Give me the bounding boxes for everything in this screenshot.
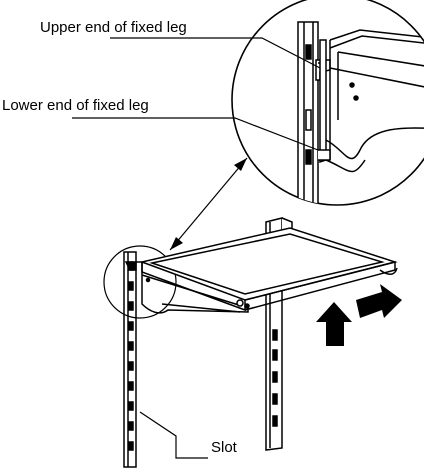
detail-marker-circle [103, 245, 177, 319]
arrow-right-icon [356, 284, 402, 318]
magnified-detail [231, 0, 424, 206]
shelf-assembly [103, 217, 398, 468]
arrow-up-icon [316, 302, 352, 346]
label-slot: Slot [211, 439, 237, 456]
callout-leaders [72, 37, 321, 459]
leader-upper-end [110, 37, 321, 69]
leader-lower-end [72, 117, 319, 151]
label-lower-end-of-fixed-leg: Lower end of fixed leg [2, 97, 149, 114]
label-upper-end-of-fixed-leg: Upper end of fixed leg [40, 19, 187, 36]
detail-shelf-frame [329, 29, 424, 41]
detail-slot [305, 109, 312, 131]
double-headed-arrow-icon [169, 157, 248, 251]
detail-bracket [325, 127, 424, 160]
support-bracket [136, 261, 250, 314]
detail-slot [305, 44, 312, 60]
detail-slot [305, 149, 312, 165]
rail-hook [124, 261, 137, 271]
slotted-rail-left [123, 251, 137, 468]
detail-fixed-leg [319, 39, 327, 164]
leader-slot [139, 411, 208, 459]
